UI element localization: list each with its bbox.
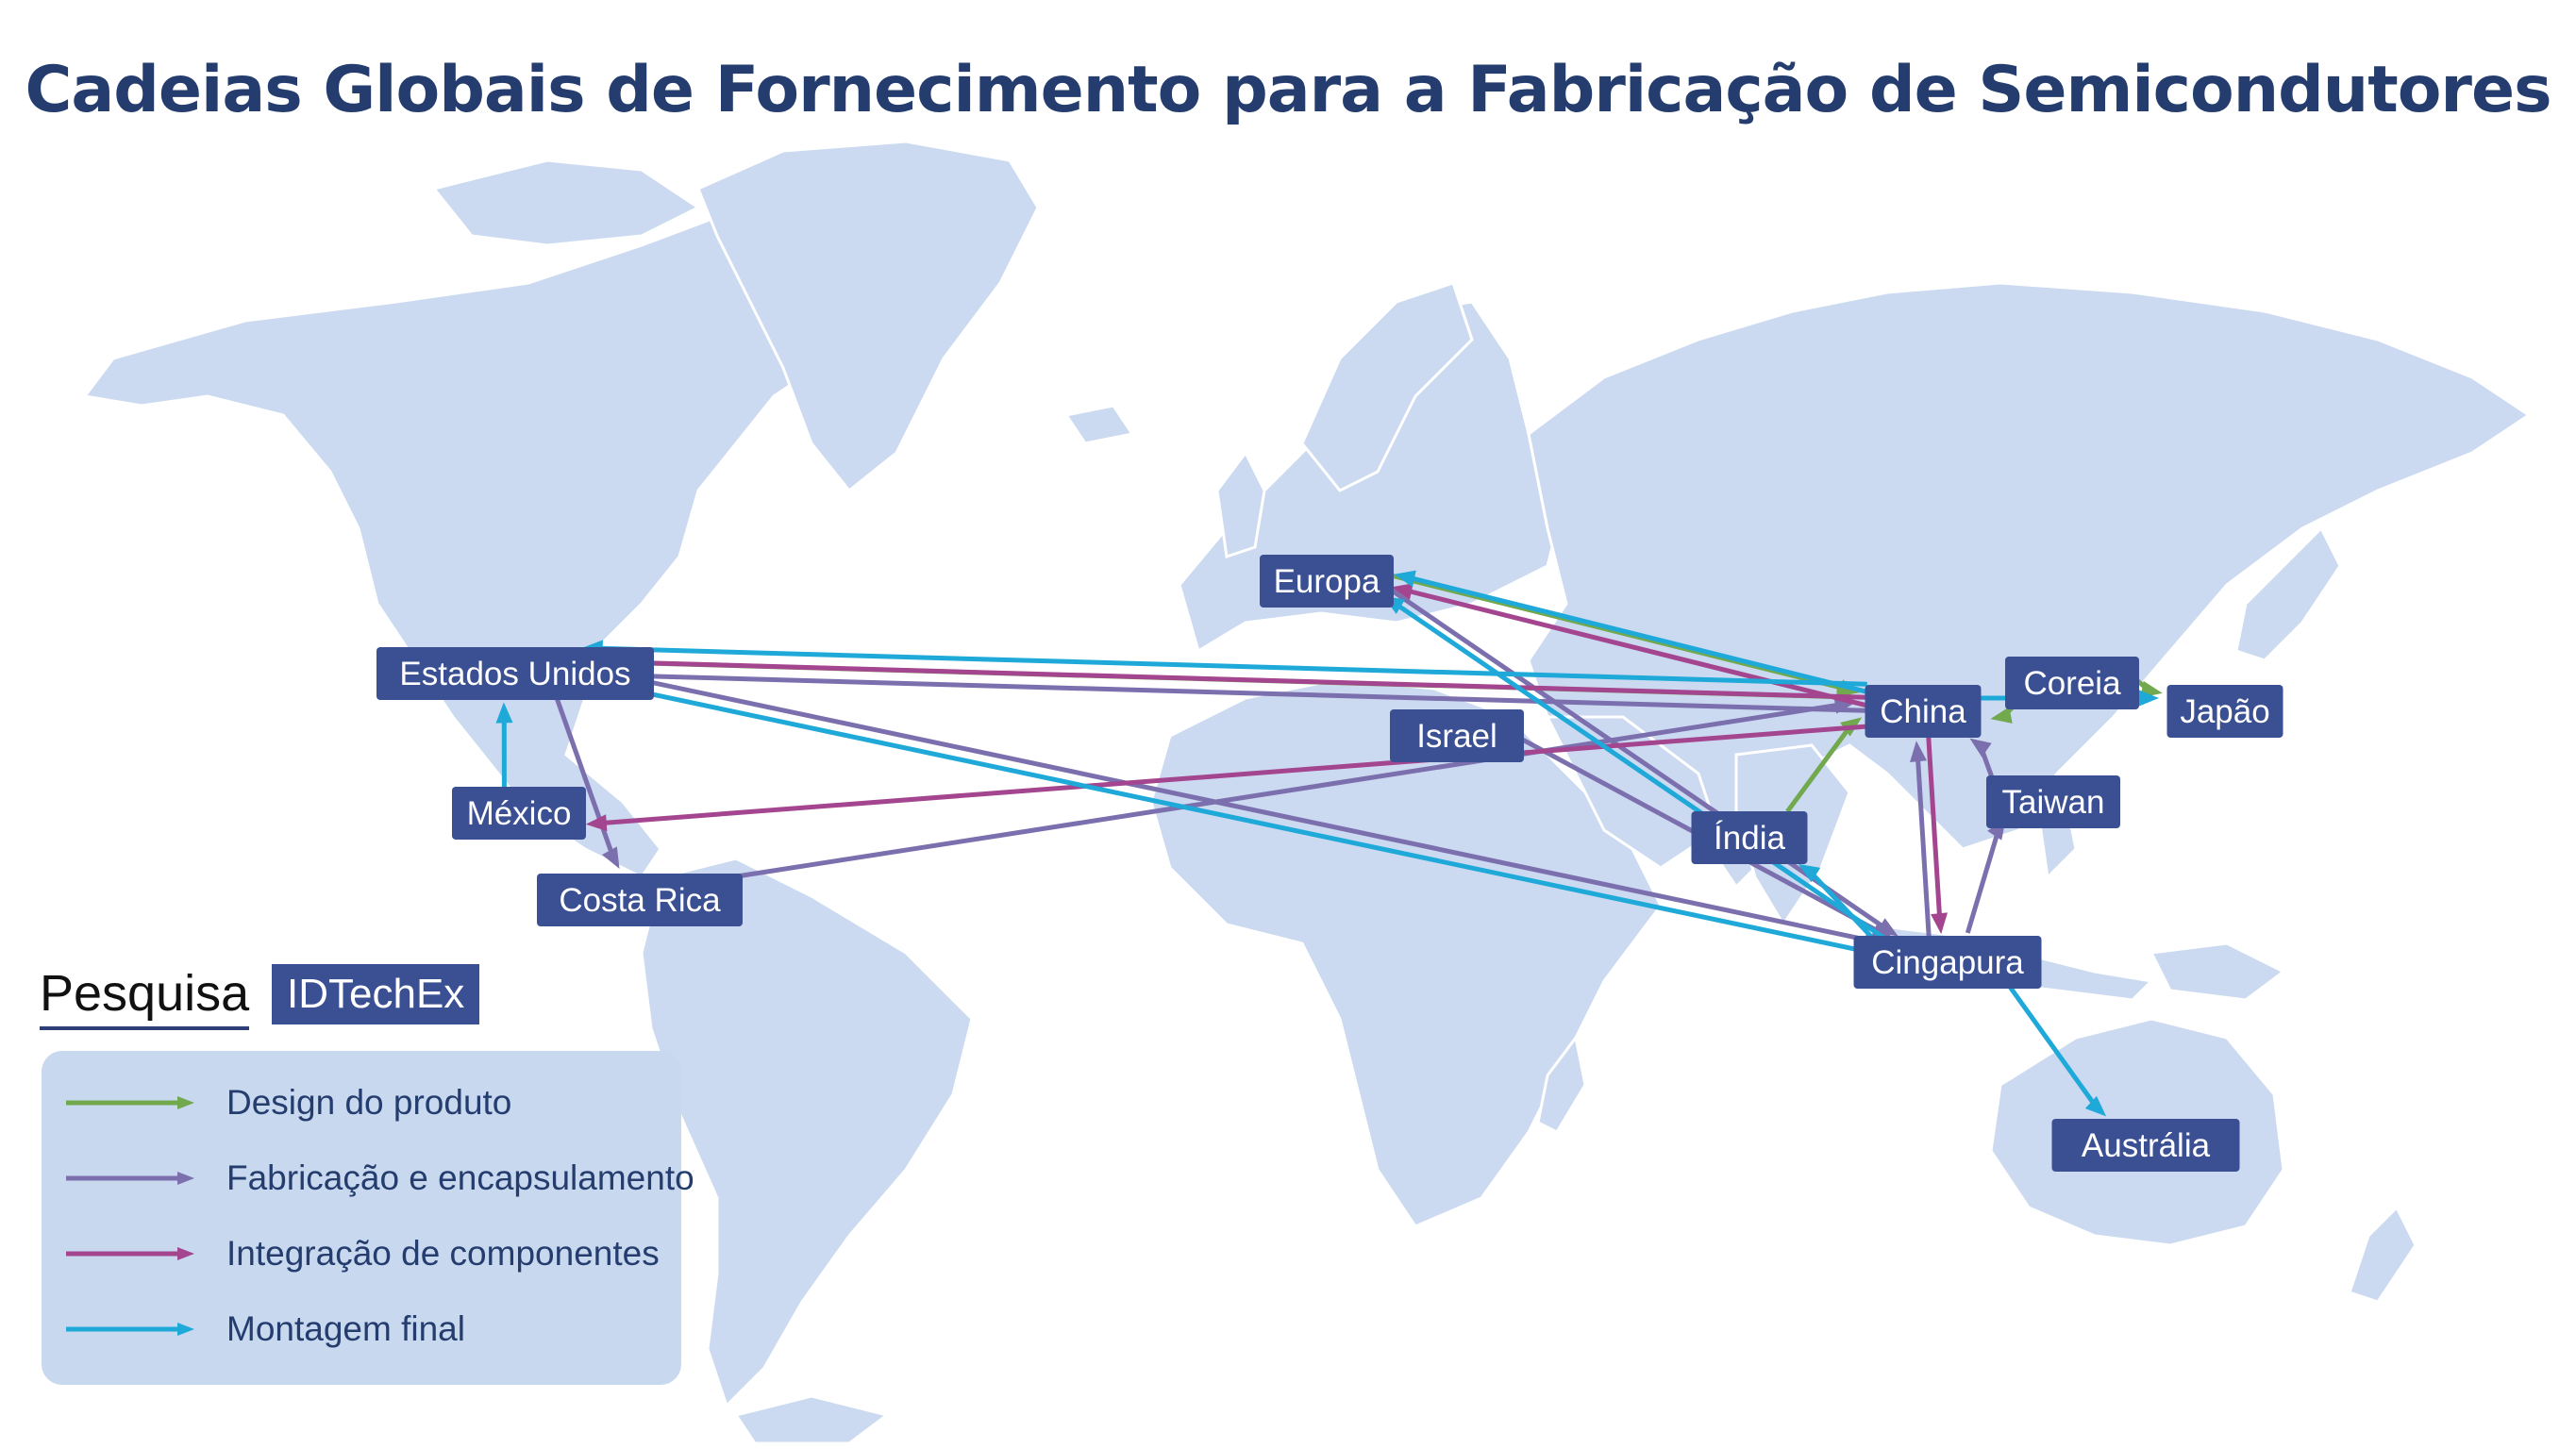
flow-arrow-integration: [1403, 587, 1868, 708]
flow-arrowhead-integration: [585, 814, 608, 832]
flow-arrowhead-assembly: [1798, 863, 1821, 883]
flow-arrowhead-assembly: [495, 702, 513, 724]
node-box: [1865, 685, 1982, 738]
flow-arrow-assembly: [592, 679, 1893, 959]
flow-arrow-fabrication: [1915, 753, 1932, 938]
legend-item-design: Design do produto: [64, 1079, 668, 1126]
node-korea[interactable]: Coreia: [2005, 657, 2139, 709]
flow-arrowhead-fabrication: [1910, 741, 1927, 762]
node-label: México: [467, 795, 572, 832]
node-label: Cingapura: [1871, 944, 2024, 981]
legend-arrow-icon: [66, 1096, 194, 1109]
node-box: [1260, 555, 1394, 608]
flow-arrow-fabrication: [693, 702, 1844, 886]
flow-arrow-integration: [598, 724, 1868, 826]
node-india[interactable]: Índia: [1691, 811, 1808, 864]
node-label: Índia: [1714, 820, 1785, 857]
flow-arrow-fabrication: [594, 672, 1867, 713]
node-box: [1853, 936, 2042, 989]
node-box: [452, 787, 586, 840]
legend-arrow-icon: [66, 1172, 194, 1185]
flow-arrowhead-assembly: [1394, 570, 1416, 588]
node-label: Taiwan: [2002, 784, 2105, 821]
node-mexico[interactable]: México: [452, 787, 586, 840]
map-title: Cadeias Globais de Fornecimento para a F…: [25, 53, 2551, 127]
land-scandinavia: [1300, 281, 1474, 492]
legend-label: Integração de componentes: [226, 1234, 660, 1273]
node-box: [376, 647, 654, 700]
land-arctic-islands: [431, 158, 701, 247]
land-greenland: [696, 140, 1040, 493]
node-china[interactable]: China: [1865, 685, 1982, 738]
node-box: [1986, 775, 2120, 828]
legend-arrow-head: [177, 1096, 194, 1109]
legend-label: Montagem final: [226, 1309, 465, 1348]
flow-arrowhead-fabrication: [602, 846, 620, 869]
land-antarctica: [733, 1394, 891, 1445]
legend-item-fabrication: Fabricação e encapsulamento: [64, 1155, 694, 1202]
node-costarica[interactable]: Costa Rica: [537, 874, 743, 926]
flow-arrow-assembly: [1406, 575, 1871, 695]
node-taiwan[interactable]: Taiwan: [1986, 775, 2120, 828]
flow-arrows: [495, 570, 2163, 1117]
node-label: Israel: [1416, 718, 1497, 755]
land-north-america: [82, 215, 851, 879]
land-iceland: [1063, 404, 1135, 445]
legend-item-integration: Integração de componentes: [64, 1230, 668, 1277]
node-label: Europa: [1274, 563, 1380, 600]
node-label: Estados Unidos: [399, 656, 630, 692]
land-south-america: [640, 857, 974, 1408]
legend-arrow-icon: [66, 1323, 194, 1336]
node-box: [1691, 811, 1808, 864]
node-europe[interactable]: Europa: [1260, 555, 1394, 608]
node-box: [2051, 1119, 2240, 1172]
brand-word: Pesquisa: [40, 960, 250, 1030]
flow-arrow-fabrication: [1965, 828, 2001, 934]
land-new-guinea: [2149, 941, 2286, 1002]
node-box: [2005, 657, 2139, 709]
land-new-zealand: [2348, 1205, 2417, 1304]
land-madagascar: [1536, 1034, 1587, 1134]
flow-arrow-assembly: [594, 645, 1867, 687]
flow-arrow-assembly: [1996, 969, 2099, 1109]
legend-label: Design do produto: [226, 1083, 512, 1122]
legend-arrow-icon: [66, 1247, 194, 1260]
node-label: Coreia: [2023, 665, 2121, 702]
node-box: [537, 874, 743, 926]
legend-arrow-head: [177, 1323, 194, 1336]
node-usa[interactable]: Estados Unidos: [376, 647, 654, 700]
legend-arrow-head: [177, 1247, 194, 1260]
flow-arrowhead-integration: [1931, 912, 1949, 935]
flow-arrowhead-design: [1990, 707, 2013, 724]
legend: Design do produto Fabricação e encapsula…: [42, 1051, 694, 1385]
flow-arrow-design: [1785, 724, 1853, 813]
node-label: Japão: [2180, 693, 2269, 730]
legend-label: Fabricação e encapsulamento: [226, 1158, 694, 1197]
node-singapore[interactable]: Cingapura: [1853, 936, 2042, 989]
node-label: Costa Rica: [559, 882, 721, 919]
node-japan[interactable]: Japão: [2166, 685, 2283, 738]
flow-arrow-assembly: [1393, 600, 1901, 951]
node-israel[interactable]: Israel: [1390, 709, 1524, 762]
node-box: [1390, 709, 1524, 762]
flow-arrow-fabrication: [1380, 581, 1889, 932]
flow-arrow-fabrication: [573, 663, 1873, 944]
node-label: Austrália: [2082, 1127, 2211, 1164]
node-box: [2166, 685, 2283, 738]
land-british-isles: [1215, 450, 1266, 558]
node-australia[interactable]: Austrália: [2051, 1119, 2240, 1172]
node-label: China: [1880, 693, 1966, 730]
flow-arrow-integration: [1926, 737, 1943, 922]
flow-arrowhead-assembly: [2084, 1095, 2107, 1117]
flow-arrow-integration: [594, 658, 1867, 700]
flow-arrowhead-fabrication: [1969, 738, 1992, 758]
land-japan: [2234, 525, 2342, 662]
flow-arrowhead-assembly: [2138, 690, 2159, 707]
brand-badge: IDTechEx: [272, 964, 480, 1024]
legend-item-assembly: Montagem final: [64, 1306, 668, 1353]
flow-arrowhead-integration: [1391, 583, 1413, 600]
legend-arrow-head: [177, 1172, 194, 1185]
